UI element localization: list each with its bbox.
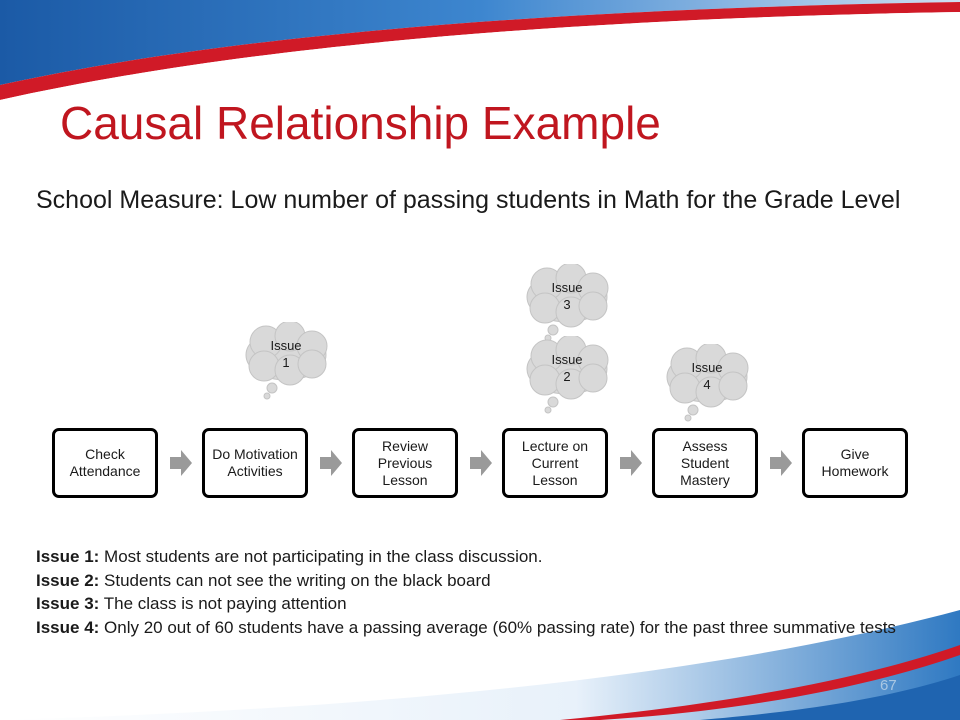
step-lecture-on-current-lesson: Lecture on Current Lesson <box>502 428 608 498</box>
slide-title: Causal Relationship Example <box>60 97 661 149</box>
issue-key: Issue 2: <box>36 570 100 590</box>
arrow-right-icon <box>770 450 792 476</box>
arrow-right-icon <box>620 450 642 476</box>
issue-list: Issue 1: Most students are not participa… <box>36 545 916 639</box>
issue-text: Students can not see the writing on the … <box>99 570 491 590</box>
thought-cloud-icon <box>245 320 328 400</box>
issue-bubble-label: Issue 3 <box>551 280 583 312</box>
issue-bubble-3: Issue 3 <box>521 262 613 346</box>
issue-key: Issue 3: <box>36 594 100 613</box>
issue-4-description: Issue 4: Only 20 out of 60 students have… <box>36 616 916 640</box>
arrow-right-icon <box>170 450 192 476</box>
issue-text: Only 20 out of 60 students have a passin… <box>99 617 896 637</box>
issue-1-description: Issue 1: Most students are not participa… <box>36 545 916 569</box>
issue-2-description: Issue 2: Students can not see the writin… <box>36 569 916 593</box>
thought-cloud-icon <box>666 342 749 422</box>
step-give-homework: Give Homework <box>802 428 908 498</box>
step-review-previous-lesson: Review Previous Lesson <box>352 428 458 498</box>
issue-key: Issue 1: <box>36 547 100 566</box>
step-do-motivation-activities: Do Motivation Activities <box>202 428 308 498</box>
thought-cloud-icon <box>526 334 609 414</box>
arrow-right-icon <box>320 450 342 476</box>
thought-cloud-icon <box>526 262 609 342</box>
issue-text: Most students are not participating in t… <box>99 547 543 566</box>
issue-bubble-label: Issue 2 <box>551 352 583 384</box>
issue-text: The class is not paying attention <box>99 594 347 613</box>
issue-bubble-4: Issue 4 <box>661 342 753 426</box>
issue-bubble-label: Issue 1 <box>270 338 302 370</box>
issue-bubble-1: Issue 1 <box>240 320 332 404</box>
issue-key: Issue 4: <box>36 617 100 637</box>
step-check-attendance: Check Attendance <box>52 428 158 498</box>
issue-3-description: Issue 3: The class is not paying attenti… <box>36 592 916 616</box>
arrow-right-icon <box>470 450 492 476</box>
issue-bubble-2: Issue 2 <box>521 334 613 418</box>
school-measure-text: School Measure: Low number of passing st… <box>36 186 901 214</box>
top-banner <box>0 0 960 106</box>
bottom-banner <box>0 610 960 720</box>
page-number: 67 <box>880 677 897 694</box>
step-assess-student-mastery: Assess Student Mastery <box>652 428 758 498</box>
issue-bubble-label: Issue 4 <box>691 360 723 392</box>
